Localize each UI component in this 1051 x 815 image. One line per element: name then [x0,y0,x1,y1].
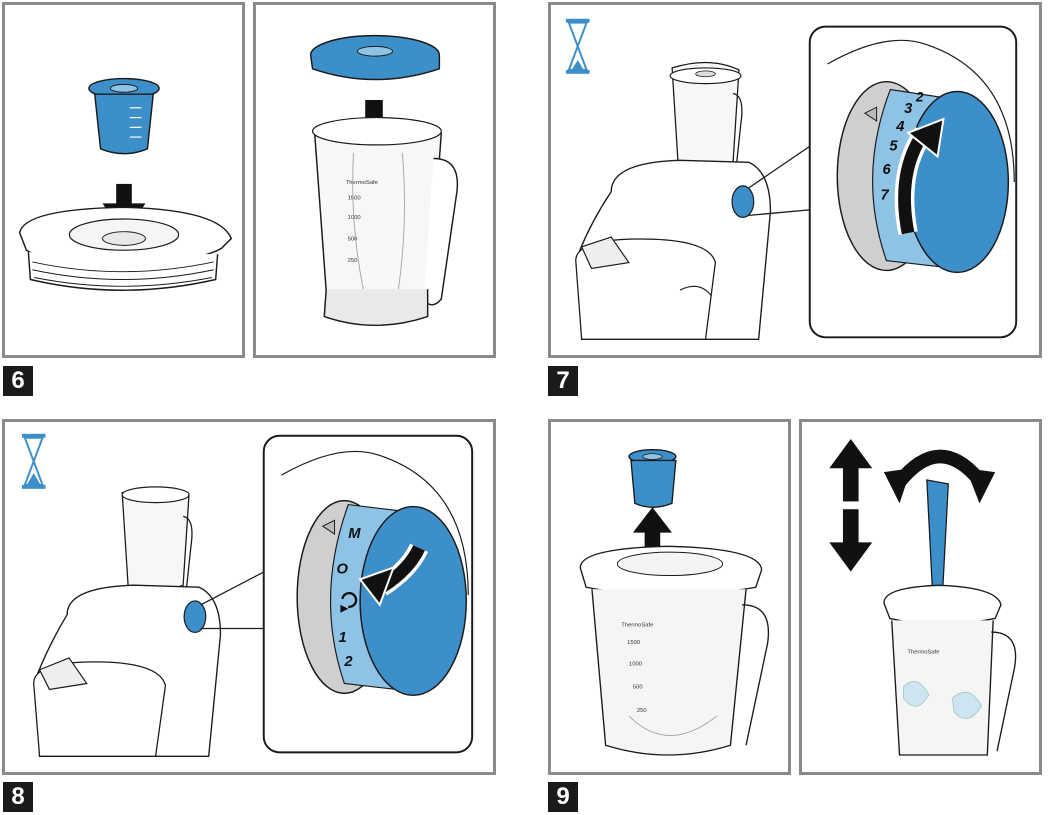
stirring-spatula-illustration: ThermoSafe [829,439,1017,756]
double-vertical-arrow-icon [829,439,873,572]
step8-panel-reset-dial: M O 1 2 [2,419,496,775]
jug-brand-label: ThermoSafe [907,650,939,656]
dial-label-2: 2 [343,654,353,670]
food-processor [33,486,222,757]
step6-panel-lid-onto-jug: ThermoSafe 1500 1000 500 250 [253,2,496,358]
blender-jug-with-lid: ThermoSafe [883,584,1017,756]
dial-label-1: 1 [338,630,346,646]
dial-label-off: O [337,561,349,577]
dial-label-6: 6 [883,162,892,178]
pulse-rotate-icon [341,592,358,609]
measuring-cup [628,449,677,508]
dial-label-5: 5 [889,139,898,155]
jug-brand-label: ThermoSafe [346,180,378,186]
measuring-cup-into-lid-illustration [18,77,233,291]
dial-zoom-callout: 2 3 4 5 6 7 [808,25,1018,339]
dial-label-4: 4 [895,119,904,135]
step6-panel-measuring-cup [2,2,245,358]
jug-scale-2: 1000 [348,215,362,221]
hourglass-icon [565,18,590,74]
jug-scale-4: 250 [348,258,359,264]
step-number-6: 6 [3,366,33,396]
blender-lid [18,206,233,291]
hourglass-icon [21,433,46,489]
jug-scale-1: 1500 [627,640,641,646]
dial-label-m: M [348,526,361,542]
rotate-arrow-icon [883,449,996,504]
reset-dial-illustration: M O 1 2 [21,433,474,757]
measuring-cup [88,77,160,155]
step9-panel-remove-cup: ThermoSafe 1500 1000 500 250 [548,419,791,775]
remove-measuring-cup-illustration: ThermoSafe 1500 1000 500 250 [579,449,770,756]
turn-dial-illustration: 2 3 4 5 6 7 [565,18,1018,340]
lid-onto-jug-illustration: ThermoSafe 1500 1000 500 250 [309,34,459,326]
step-number-9: 9 [548,782,578,812]
rotate-arrow-icon [894,117,945,235]
step9-panel-use-spatula: ThermoSafe [799,419,1042,775]
dial-label-7: 7 [881,188,890,204]
blender-jug-with-lid: ThermoSafe 1500 1000 500 250 [579,545,770,756]
step-number-8: 8 [3,782,33,812]
jug-scale-3: 500 [633,685,644,691]
step7-panel-turn-dial: 2 3 4 5 6 7 [548,2,1042,358]
dial-label-2: 2 [915,89,924,104]
jug-brand-label: ThermoSafe [621,622,653,628]
jug-scale-1: 1500 [348,196,362,202]
jug-scale-2: 1000 [629,661,643,667]
food-processor [575,61,772,340]
blender-jug: ThermoSafe 1500 1000 500 250 [311,116,459,326]
dial-zoom-callout: M O 1 2 [262,434,474,754]
dial-label-3: 3 [904,101,913,117]
jug-scale-4: 250 [637,708,648,714]
jug-scale-3: 500 [348,236,359,242]
step-number-7: 7 [548,366,578,396]
lid-blue [309,34,441,81]
rotate-arrow-icon [358,543,429,607]
